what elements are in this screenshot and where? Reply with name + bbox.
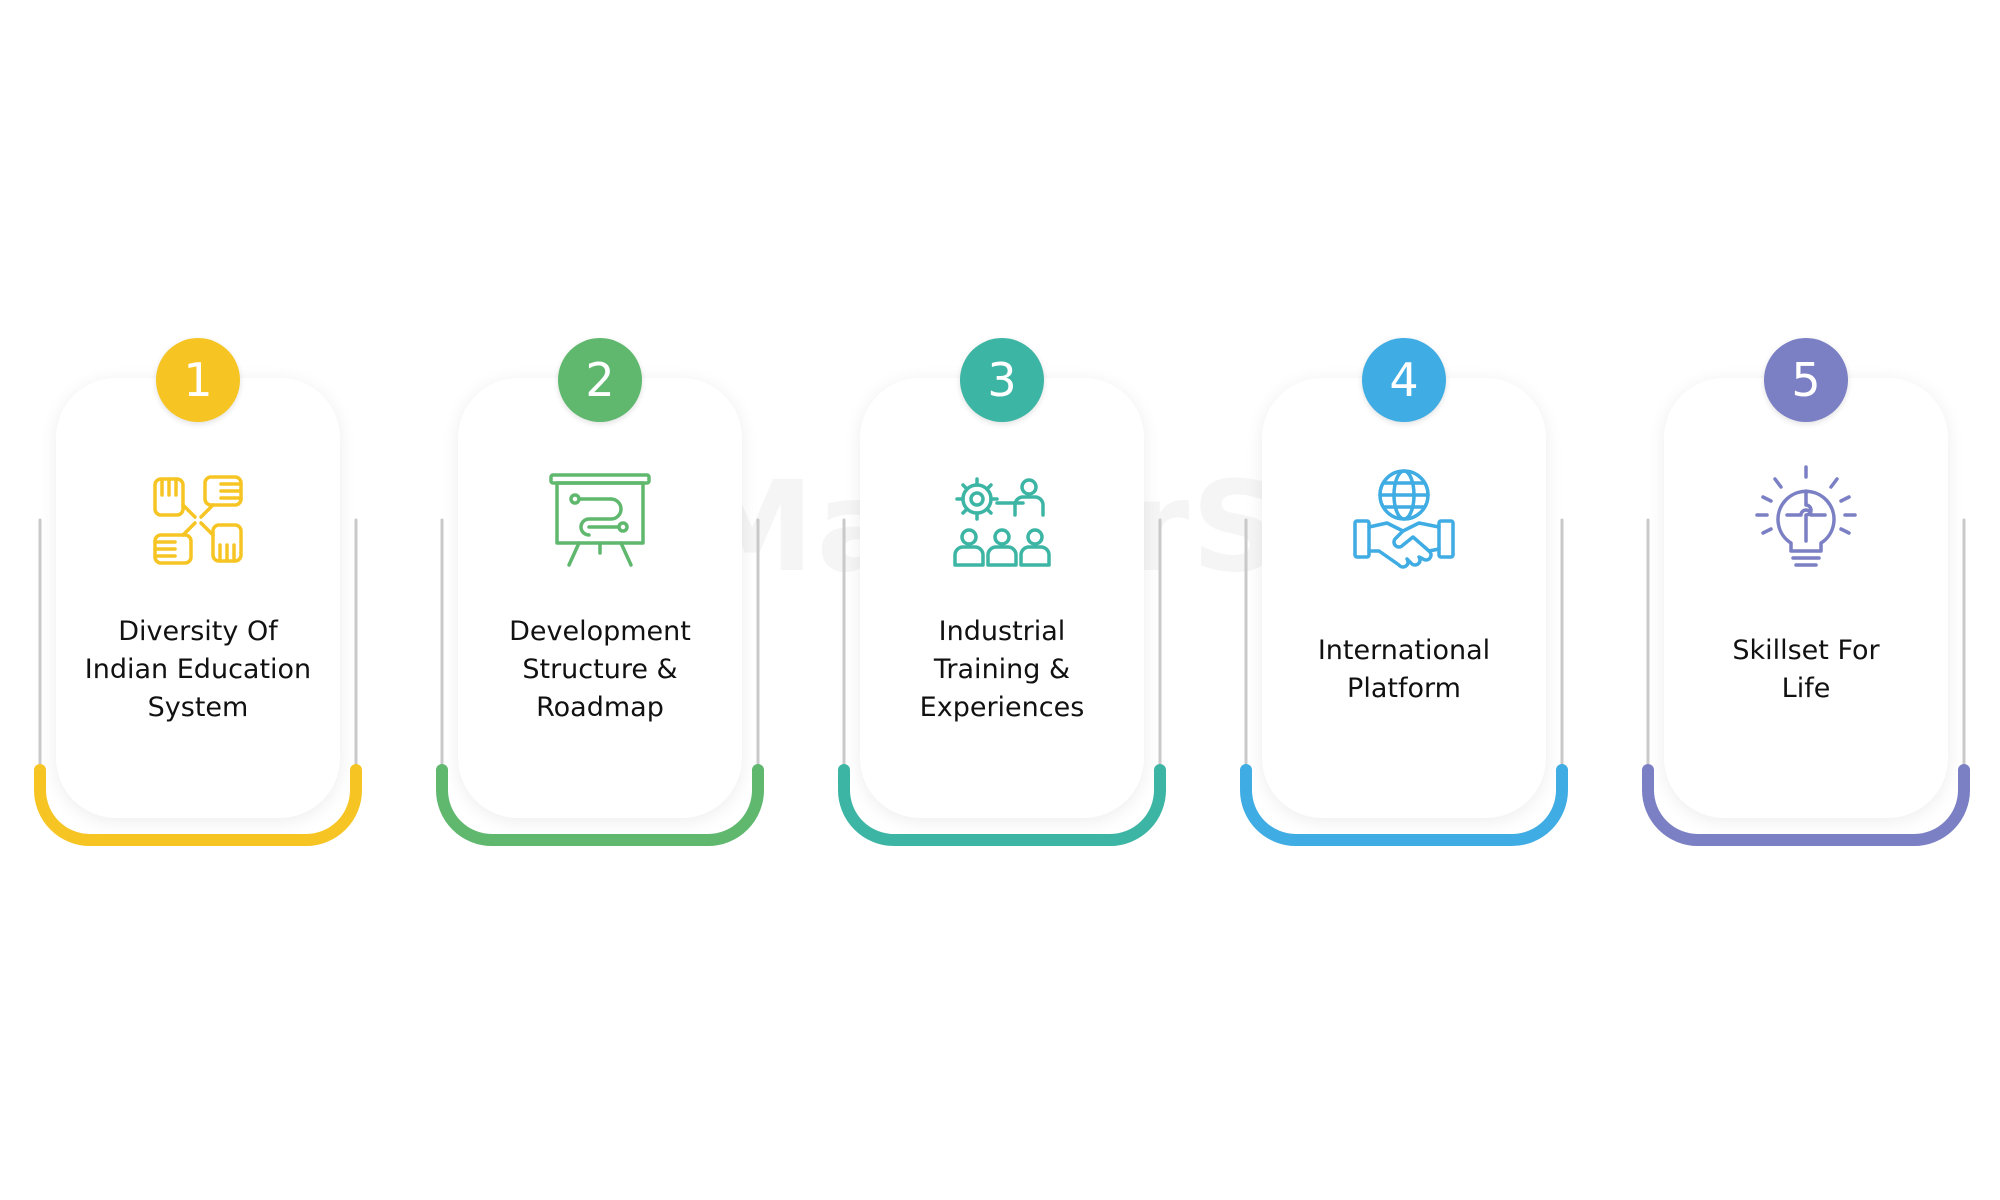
card-panel [56, 378, 340, 818]
step-number-badge: 1 [156, 338, 240, 422]
step-title-line: Roadmap [536, 692, 664, 723]
lightbulb-puzzle-icon [1751, 465, 1861, 575]
step-card-5: 5 Skillset For Life [1636, 330, 1976, 850]
card-frame [436, 518, 764, 846]
step-title-line: Industrial [938, 616, 1066, 647]
step-number-badge: 5 [1764, 338, 1848, 422]
step-title-line: Training & [933, 654, 1071, 685]
step-title: Diversity Of Indian Education System [68, 610, 328, 730]
step-title-line: Diversity Of [118, 616, 278, 647]
step-title: Skillset For Life [1676, 610, 1936, 730]
step-title-line: System [147, 692, 249, 723]
step-card-3: 3 [832, 330, 1172, 850]
step-title-line: Indian Education [84, 654, 312, 685]
step-title-line: Life [1781, 673, 1831, 704]
step-title-line: Development [509, 616, 691, 647]
step-title: International Platform [1274, 610, 1534, 730]
step-card-2: 2 Development Structure & Roadmap [430, 330, 770, 850]
step-title: Industrial Training & Experiences [872, 610, 1132, 730]
card-frame [838, 518, 1166, 846]
step-title-line: Experiences [919, 692, 1085, 723]
step-title-line: International [1317, 635, 1491, 666]
gear-people-training-icon [947, 465, 1057, 575]
step-number-badge: 4 [1362, 338, 1446, 422]
step-title-line: Platform [1347, 673, 1461, 704]
card-frame [1642, 518, 1970, 846]
card-panel [458, 378, 742, 818]
step-title: Development Structure & Roadmap [470, 610, 730, 730]
step-number-badge: 3 [960, 338, 1044, 422]
card-panel [1262, 378, 1546, 818]
step-card-1: 1 D [28, 330, 368, 850]
step-title-line: Skillset For [1732, 635, 1880, 666]
globe-handshake-icon [1349, 465, 1459, 575]
step-number-badge: 2 [558, 338, 642, 422]
card-frame [1240, 518, 1568, 846]
step-title-line: Structure & [522, 654, 678, 685]
presentation-roadmap-icon [545, 465, 655, 575]
card-panel [860, 378, 1144, 818]
card-panel [1664, 378, 1948, 818]
hands-circle-icon [143, 465, 253, 575]
step-card-4: 4 International Platform [1234, 330, 1574, 850]
card-frame [34, 518, 362, 846]
